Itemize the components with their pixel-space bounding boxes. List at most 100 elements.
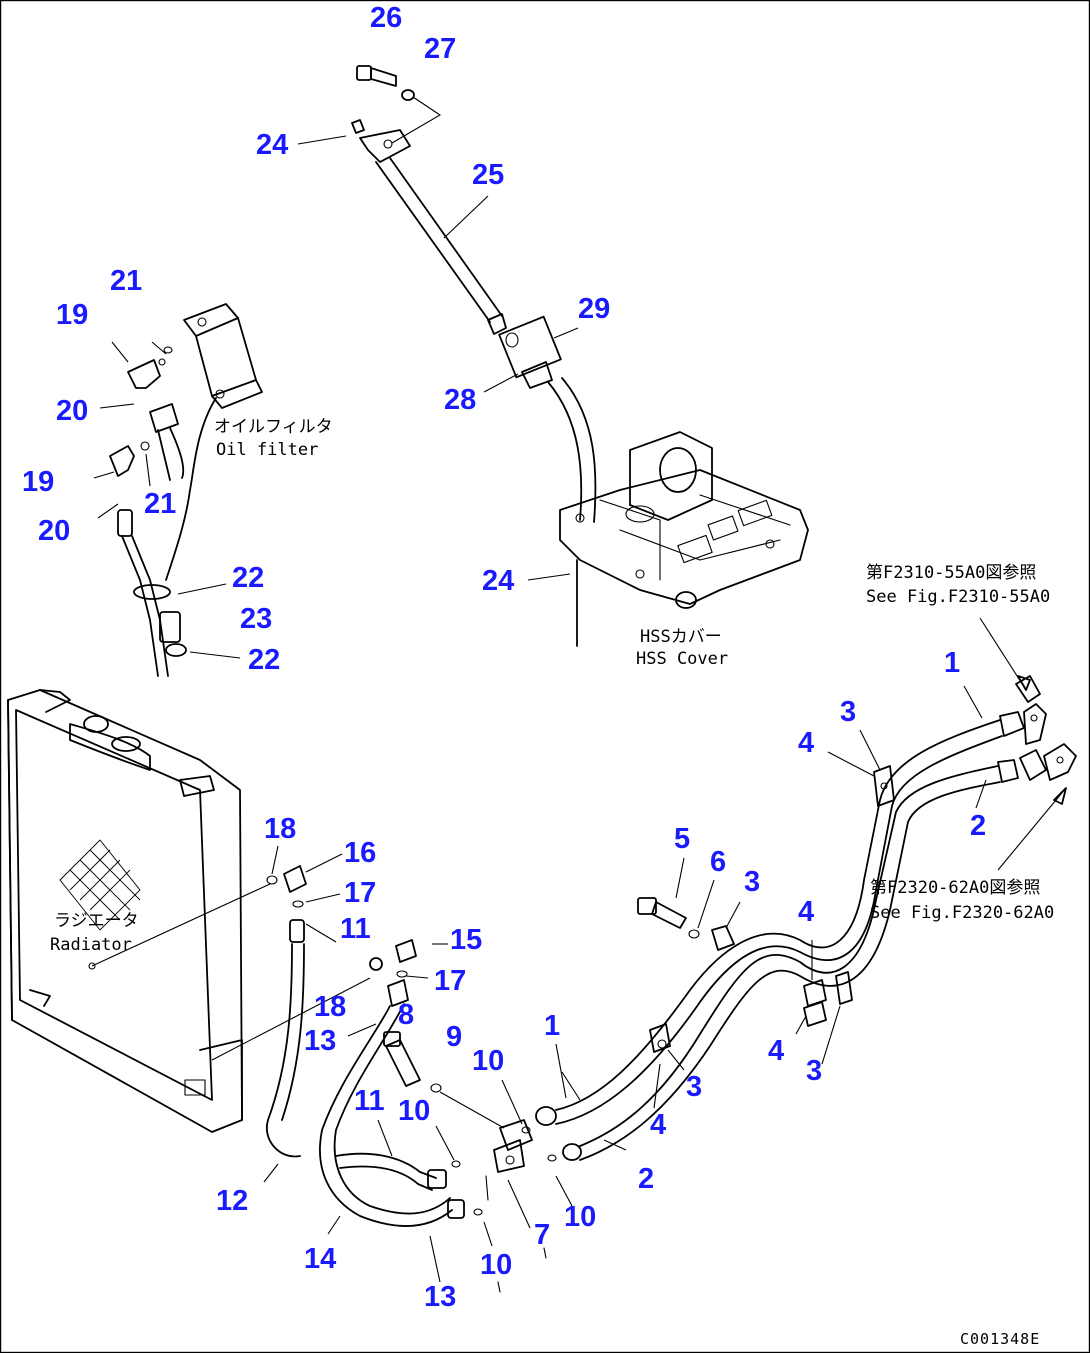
oil-filter-label-en: Oil filter bbox=[216, 440, 318, 460]
reference-1-jp: 第F2310-55A0図参照 bbox=[866, 563, 1036, 583]
hss-cover bbox=[559, 431, 809, 609]
callout-7: 7 bbox=[534, 1219, 550, 1251]
hss-cover-label-jp: HSSカバー bbox=[640, 627, 722, 647]
callout-3-right: 3 bbox=[806, 1055, 822, 1087]
bolt-26 bbox=[356, 65, 397, 87]
oring-10b bbox=[451, 1160, 461, 1168]
tube-filter-lower bbox=[117, 509, 169, 677]
oring-18-top bbox=[266, 875, 278, 885]
reference-2-en: See Fig.F2320-62A0 bbox=[870, 903, 1054, 923]
callout-5: 5 bbox=[674, 823, 690, 855]
callout-13-bottom: 13 bbox=[424, 1281, 456, 1313]
hose-28-29 bbox=[498, 315, 597, 523]
tube-1 bbox=[535, 711, 1025, 1126]
oring-10d bbox=[473, 1208, 483, 1216]
elbow-16 bbox=[283, 865, 307, 893]
callout-19-mid: 19 bbox=[22, 466, 54, 498]
radiator-core-hatch bbox=[59, 839, 141, 931]
callout-15: 15 bbox=[450, 924, 482, 956]
callout-23: 23 bbox=[240, 603, 272, 635]
bracket-24-top bbox=[351, 119, 411, 163]
callout-13-top: 13 bbox=[304, 1025, 336, 1057]
radiator-label-jp: ラジエータ bbox=[54, 911, 139, 931]
radiator-label-en: Radiator bbox=[50, 935, 132, 955]
hose-filter bbox=[149, 397, 217, 581]
washer-27 bbox=[401, 89, 415, 101]
callout-12: 12 bbox=[216, 1185, 248, 1217]
elbow-15 bbox=[395, 939, 417, 963]
callout-3-upper: 3 bbox=[744, 866, 760, 898]
callout-3-top: 3 bbox=[840, 696, 856, 728]
callout-10-a: 10 bbox=[472, 1045, 504, 1077]
callout-9: 9 bbox=[446, 1021, 462, 1053]
callout-1-bottom: 1 bbox=[544, 1010, 560, 1042]
callout-4-right-upper: 4 bbox=[798, 896, 814, 928]
bolt-5 bbox=[637, 897, 687, 929]
tube-25 bbox=[375, 157, 507, 335]
oring-18-mid bbox=[369, 957, 383, 971]
callout-3-mid: 3 bbox=[686, 1071, 702, 1103]
callout-28: 28 bbox=[444, 384, 476, 416]
callout-16: 16 bbox=[344, 837, 376, 869]
hose-11-lower bbox=[335, 1152, 447, 1191]
callout-18-mid: 18 bbox=[314, 991, 346, 1023]
callout-4-mid: 4 bbox=[650, 1109, 666, 1141]
oil-filter bbox=[183, 303, 263, 409]
oring-21-top bbox=[163, 346, 173, 354]
oil-filter-label-jp: オイルフィルタ bbox=[214, 417, 333, 437]
reference-arrow-1 bbox=[979, 617, 1031, 691]
callout-17-top: 17 bbox=[344, 877, 376, 909]
clamp-3-4-right bbox=[803, 971, 853, 1027]
callout-22-bottom: 22 bbox=[248, 644, 280, 676]
hose-13 bbox=[319, 979, 465, 1227]
clamp-22-23 bbox=[133, 584, 187, 657]
callout-2-top: 2 bbox=[970, 810, 986, 842]
callout-4-top: 4 bbox=[798, 727, 814, 759]
callout-20-top: 20 bbox=[56, 395, 88, 427]
hose-12 bbox=[265, 919, 305, 1158]
callout-14: 14 bbox=[304, 1243, 336, 1275]
tube-2 bbox=[562, 759, 1019, 1161]
reference-1-en: See Fig.F2310-55A0 bbox=[866, 587, 1050, 607]
callout-10-b: 10 bbox=[398, 1095, 430, 1127]
clamp-3-4-mid bbox=[649, 1023, 671, 1053]
oring-17-mid bbox=[396, 970, 408, 978]
callout-22-top: 22 bbox=[232, 562, 264, 594]
oring-21-mid bbox=[140, 441, 150, 451]
reference-2-jp: 第F2320-62A0図参照 bbox=[870, 878, 1040, 898]
callout-8: 8 bbox=[398, 999, 414, 1031]
callout-27: 27 bbox=[424, 33, 456, 65]
callout-1-top: 1 bbox=[944, 647, 960, 679]
elbow-19-mid bbox=[109, 445, 135, 477]
callout-11-mid: 11 bbox=[354, 1085, 385, 1117]
callout-29: 29 bbox=[578, 293, 610, 325]
bolt-8 bbox=[383, 1031, 421, 1087]
elbow-19-top bbox=[127, 358, 166, 389]
callout-2-bottom: 2 bbox=[638, 1163, 654, 1195]
fitting-right-upper bbox=[1015, 675, 1047, 745]
clamp-3-4-top bbox=[873, 765, 895, 807]
reference-arrow-2 bbox=[997, 787, 1067, 871]
callout-25: 25 bbox=[472, 159, 504, 191]
callout-4-right-lower: 4 bbox=[768, 1035, 784, 1067]
figure-code: C001348E bbox=[960, 1330, 1040, 1348]
connector-block-7 bbox=[485, 1119, 533, 1201]
clamp-3-upper bbox=[711, 925, 735, 951]
callout-24-bottom: 24 bbox=[482, 565, 514, 597]
callout-10-c: 10 bbox=[564, 1201, 596, 1233]
washer-9 bbox=[430, 1083, 442, 1093]
callout-20-mid: 20 bbox=[38, 515, 70, 547]
washer-6 bbox=[688, 929, 700, 939]
oring-17-top bbox=[292, 900, 304, 908]
callout-21-mid: 21 bbox=[144, 488, 176, 520]
fitting-right-lower bbox=[1019, 743, 1077, 781]
callout-18-top: 18 bbox=[264, 813, 296, 845]
callout-21-top: 21 bbox=[110, 265, 142, 297]
radiator bbox=[7, 689, 243, 1133]
callout-6: 6 bbox=[710, 846, 726, 878]
callout-26: 26 bbox=[370, 2, 402, 34]
callout-10-d: 10 bbox=[480, 1249, 512, 1281]
callout-24-top: 24 bbox=[256, 129, 288, 161]
